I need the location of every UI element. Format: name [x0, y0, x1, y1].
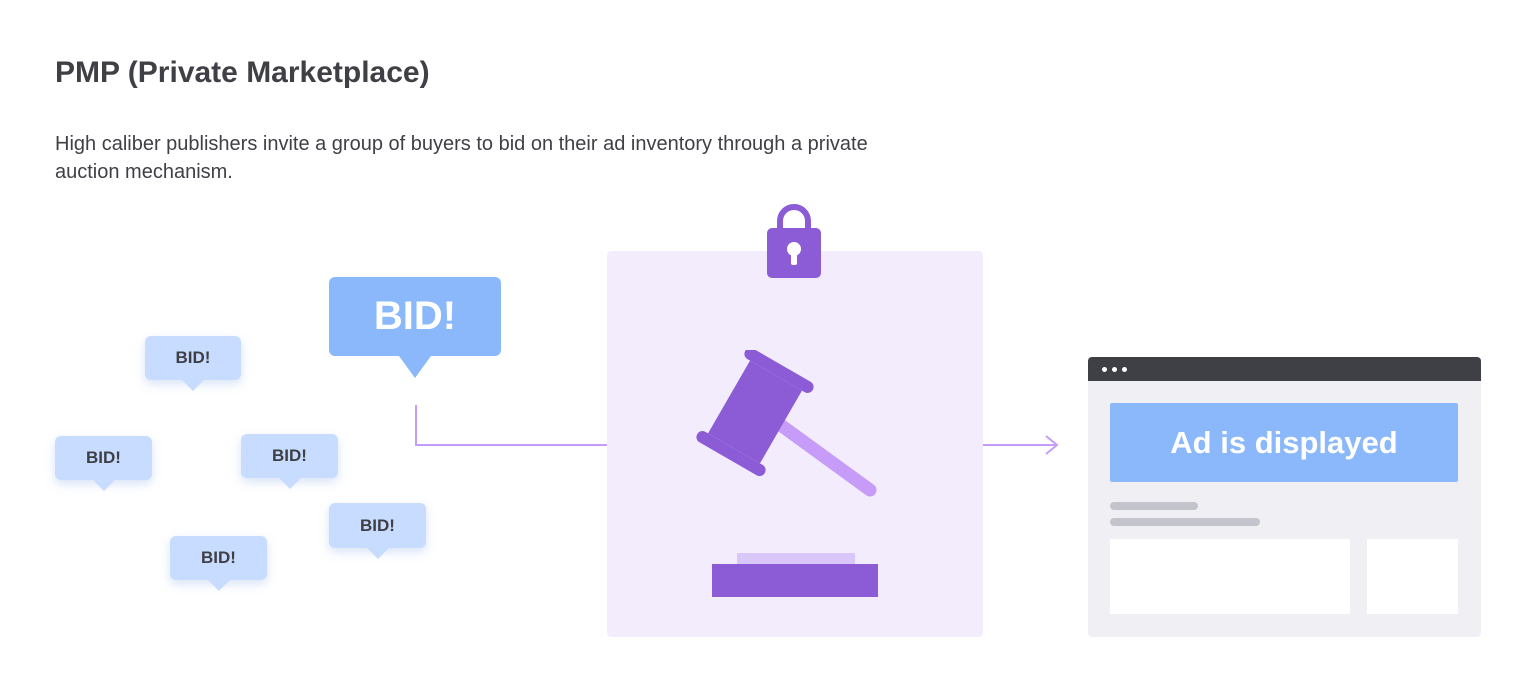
bid-bubble-label: BID!: [360, 515, 395, 535]
content-placeholder-block: [1367, 539, 1458, 614]
bid-bubble-label: BID!: [272, 446, 307, 465]
window-dot-icon: [1102, 366, 1107, 372]
diagram-description: High caliber publishers invite a group o…: [55, 133, 868, 183]
browser-window: Ad is displayed: [1088, 357, 1481, 637]
bid-bubble: BID!: [241, 434, 338, 489]
diagram-title: PMP (Private Marketplace): [55, 56, 430, 89]
text-placeholder-line: [1110, 502, 1198, 510]
ad-banner: Ad is displayed: [1110, 403, 1458, 482]
lock-icon: [767, 204, 821, 278]
text-placeholder-line: [1110, 518, 1260, 526]
browser-title-bar: [1088, 357, 1481, 381]
bid-bubble: BID!: [170, 536, 267, 591]
bid-bubble: BID!: [55, 436, 152, 491]
bid-bubble-label: BID!: [373, 294, 457, 338]
bid-bubble: BID!: [329, 503, 426, 559]
gavel-icon: [696, 350, 878, 597]
bid-bubble: BID!: [145, 336, 241, 391]
bid-to-auction-connector: [415, 405, 607, 446]
bid-bubble-label: BID!: [201, 548, 236, 567]
bid-bubble-label: BID!: [86, 448, 121, 467]
window-dot-icon: [1112, 366, 1117, 372]
content-placeholder-block: [1110, 539, 1350, 614]
arrow-right-icon: [1045, 435, 1059, 455]
ad-banner-label: Ad is displayed: [1170, 424, 1398, 460]
window-dot-icon: [1122, 366, 1127, 372]
bid-bubble-main: BID!: [329, 277, 501, 378]
bid-bubble-label: BID!: [175, 348, 211, 367]
